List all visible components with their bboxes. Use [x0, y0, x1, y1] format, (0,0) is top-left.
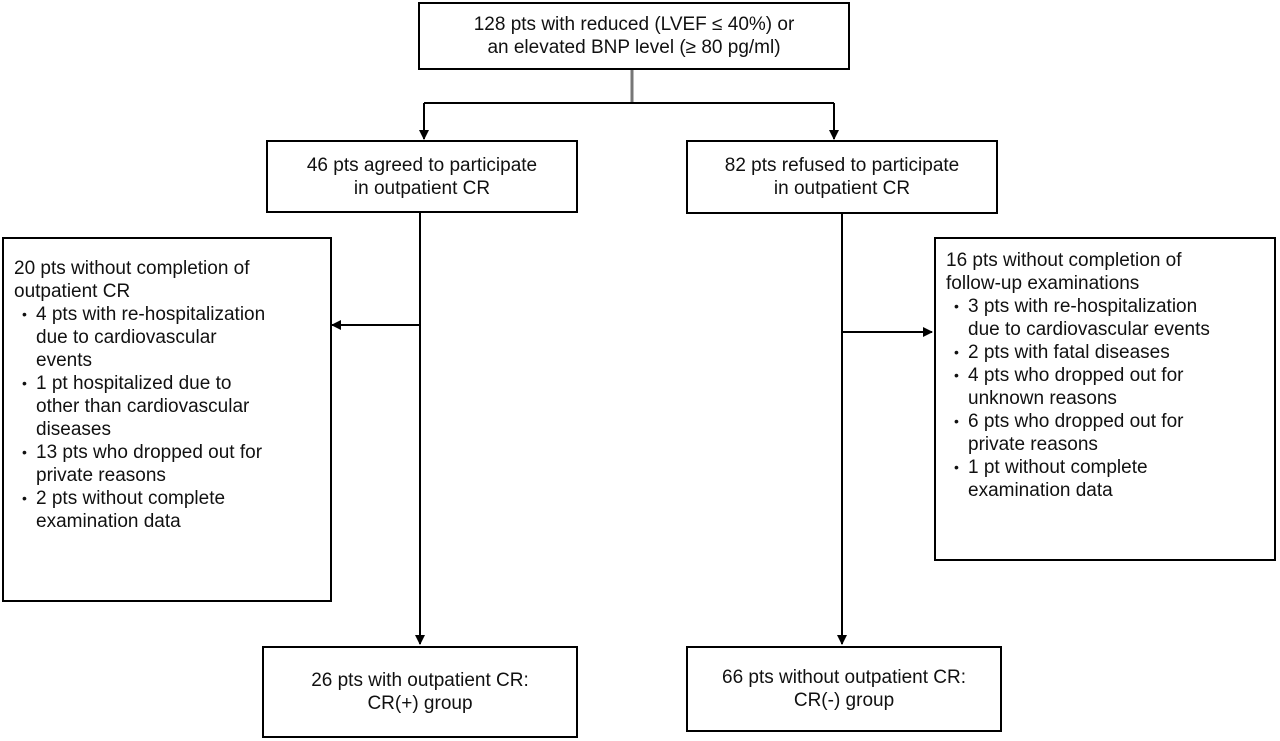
agreed-box-line-1: 46 pts agreed to participate — [306, 154, 538, 176]
right-excluded-box: 16 pts without completion of follow-up e… — [934, 237, 1276, 561]
left-excluded-box: 20 pts without completion of outpatient … — [2, 237, 332, 602]
list-item: • 4 pts with re-hospitalization due to c… — [22, 304, 266, 371]
list-item: • 6 pts who dropped out for private reas… — [954, 411, 1184, 455]
right-excluded-head-1: 16 pts without completion of — [946, 250, 1182, 271]
agreed-box: 46 pts agreed to participate in outpatie… — [266, 140, 578, 213]
refused-box-line-1: 82 pts refused to participate — [724, 155, 960, 176]
right-excluded-head-2: follow-up examinations — [946, 273, 1140, 294]
cr-minus-line-2: CR(-) group — [793, 690, 895, 711]
agreed-box-line-2: in outpatient CR — [353, 177, 491, 199]
left-excluded-list: • 4 pts with re-hospitalization due to c… — [14, 303, 330, 533]
list-item: • 1 pt hospitalized due to other than ca… — [22, 373, 250, 440]
list-item: • 1 pt without complete examination data — [954, 457, 1148, 501]
list-item: • 2 pts with fatal diseases — [954, 342, 1170, 363]
cr-minus-line-1: 66 pts without outpatient CR: — [722, 667, 966, 688]
list-item: • 4 pts who dropped out for unknown reas… — [954, 365, 1184, 409]
cr-plus-line-2: CR(+) group — [367, 693, 473, 714]
right-excluded-list: • 3 pts with re-hospitalization due to c… — [946, 295, 1274, 502]
refused-box-line-2: in outpatient CR — [773, 178, 911, 199]
top-box-line-1: 128 pts with reduced (LVEF ≤ 40%) or — [473, 14, 795, 35]
refused-box: 82 pts refused to participate in outpati… — [686, 140, 998, 214]
cr-minus-group-box: 66 pts without outpatient CR: CR(-) grou… — [686, 646, 1002, 732]
top-box-line-2: an elevated BNP level (≥ 80 pg/ml) — [487, 37, 781, 58]
cr-plus-line-1: 26 pts with outpatient CR: — [311, 670, 529, 691]
left-excluded-head-2: outpatient CR — [14, 281, 131, 302]
list-item: • 2 pts without complete examination dat… — [22, 488, 226, 532]
cr-plus-group-box: 26 pts with outpatient CR: CR(+) group — [262, 646, 578, 738]
top-box: 128 pts with reduced (LVEF ≤ 40%) or an … — [418, 2, 850, 70]
list-item: • 3 pts with re-hospitalization due to c… — [954, 296, 1210, 340]
left-excluded-head-1: 20 pts without completion of — [14, 258, 250, 279]
list-item: • 13 pts who dropped out for private rea… — [22, 442, 263, 486]
